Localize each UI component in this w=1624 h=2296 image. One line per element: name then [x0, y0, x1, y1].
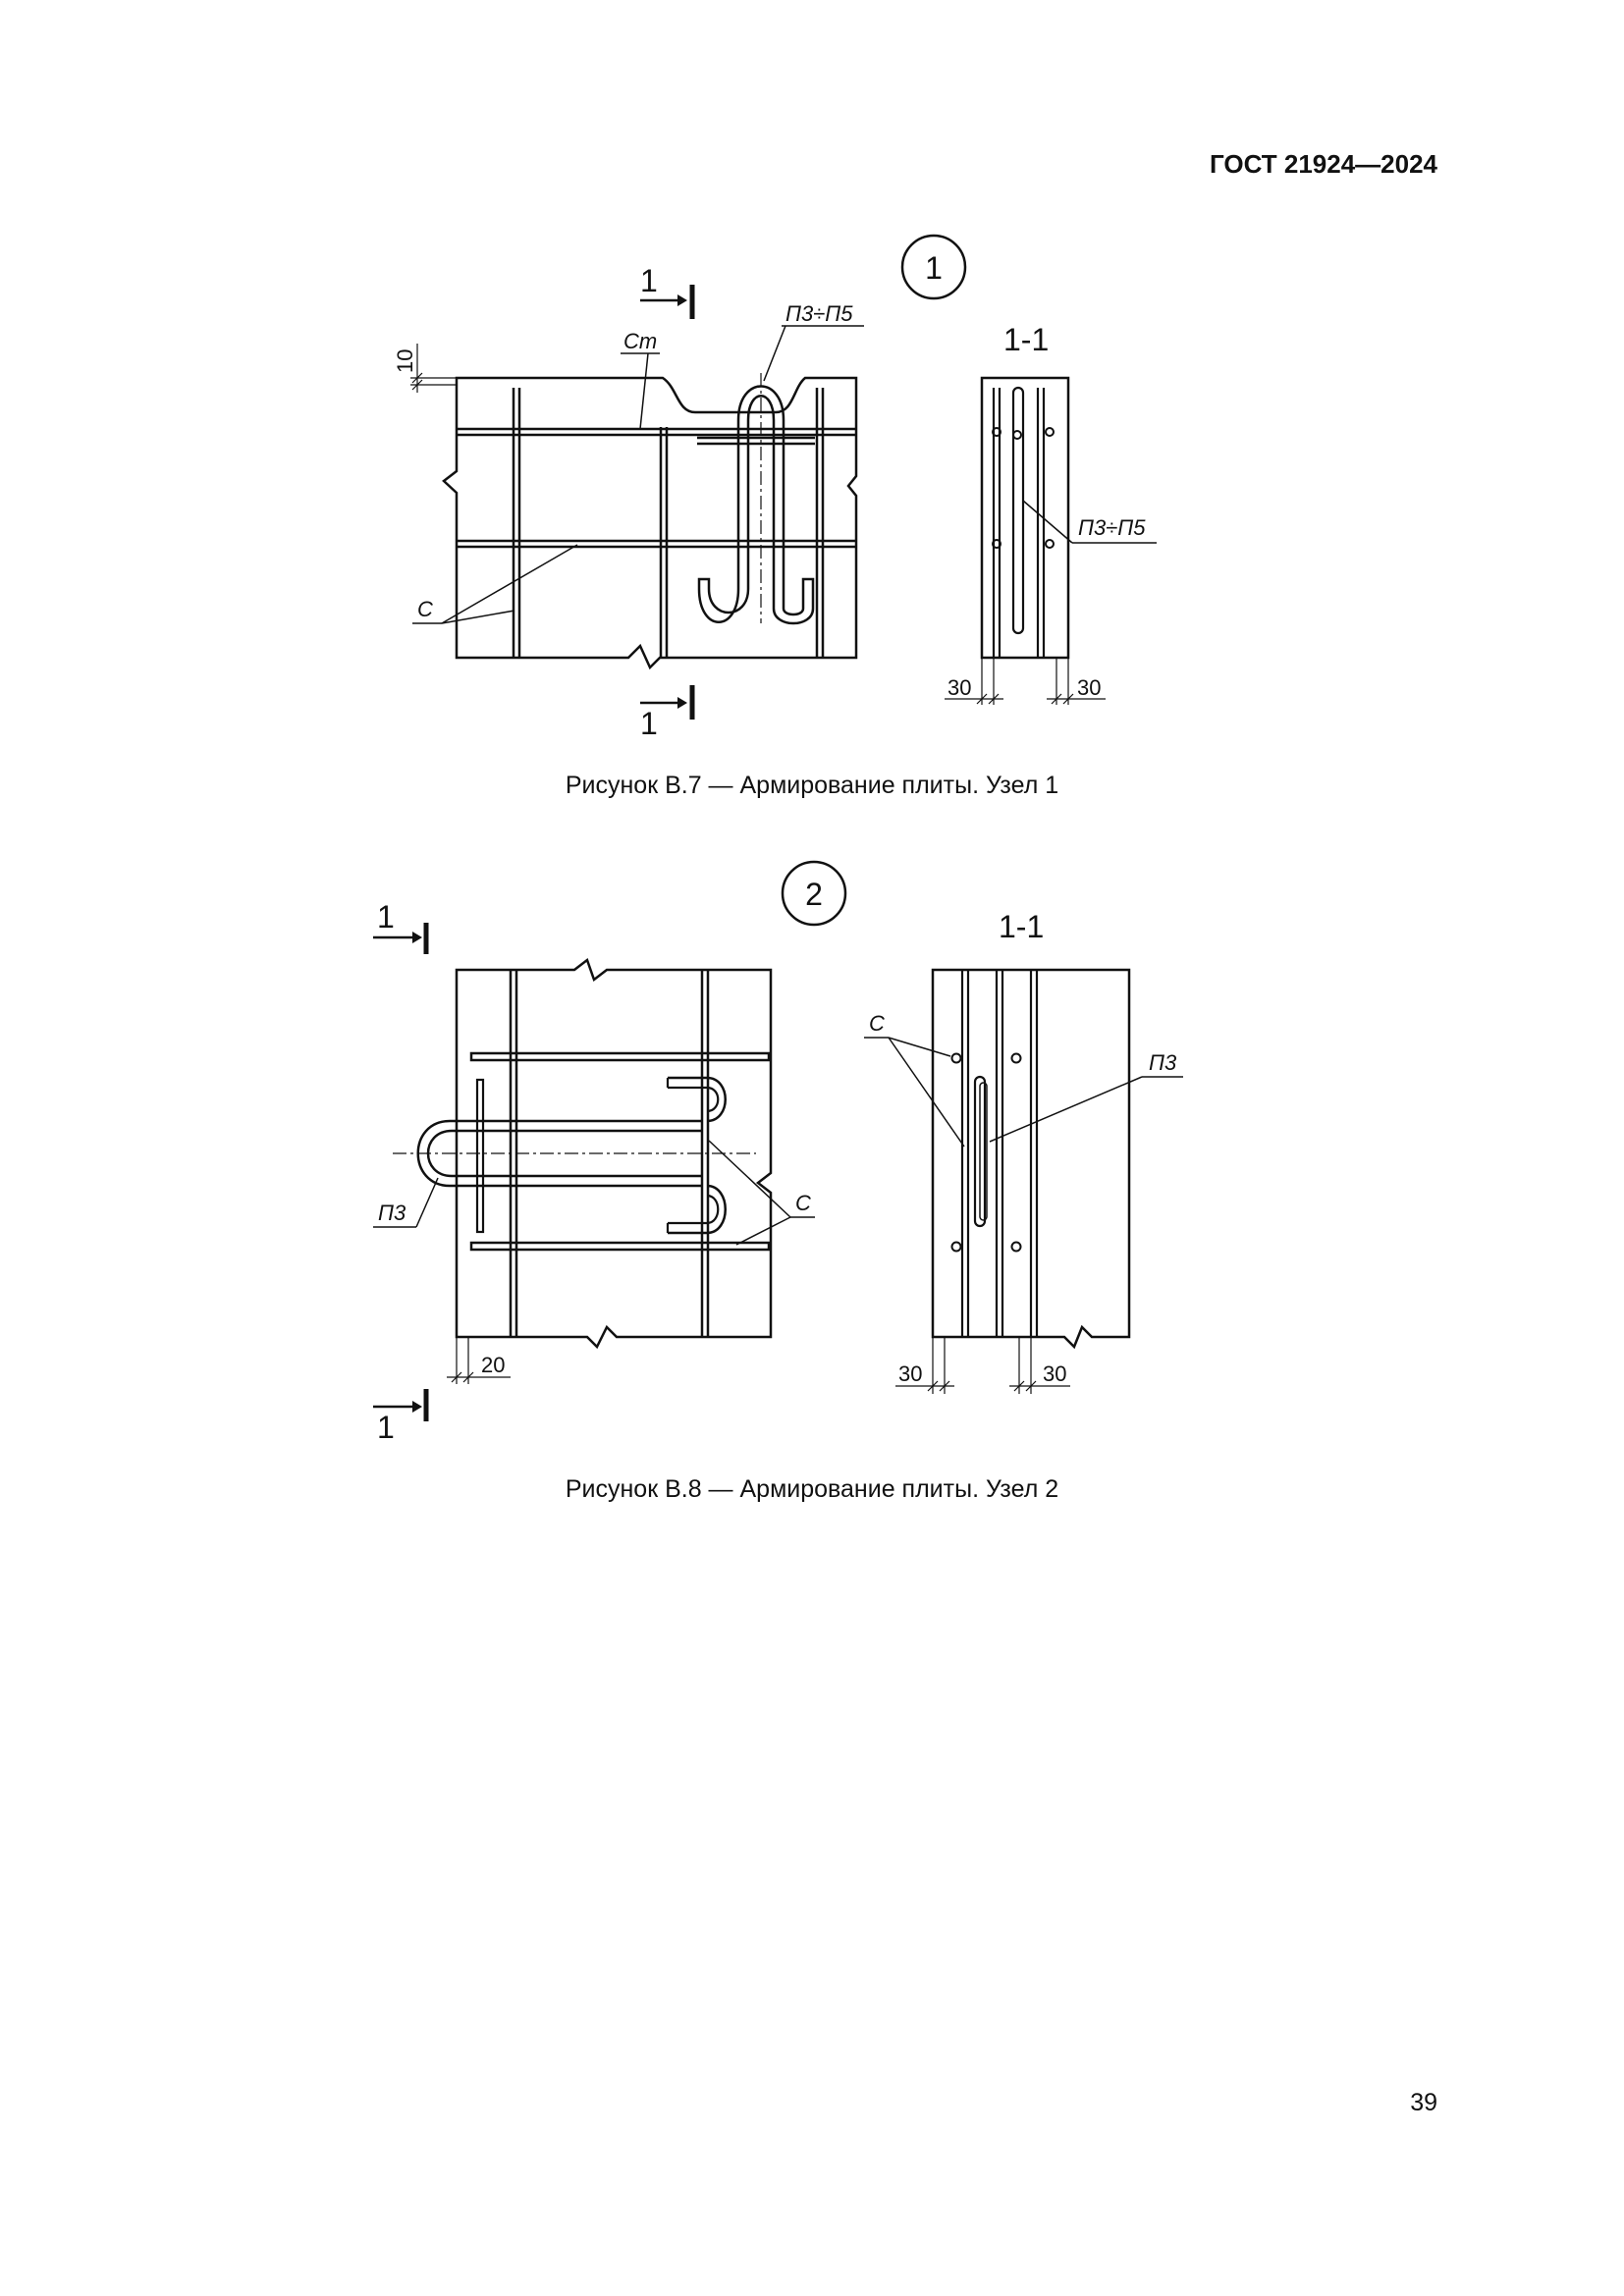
- figure1-node-circle: [900, 234, 967, 300]
- figure1-section-title: 1-1: [1003, 322, 1049, 357]
- figure1-dim-top-gap: 10: [393, 349, 417, 373]
- figure1-dim-left: 30: [947, 675, 971, 700]
- figure2-label-c-section: С: [869, 1011, 885, 1036]
- figure2-section-mark-top: 1: [377, 899, 395, 934]
- figure1-label-p3p5: П3÷П5: [785, 301, 853, 326]
- figure1-section-mark-bottom: 1: [640, 706, 658, 741]
- figure2-section-outline: [931, 968, 1131, 1350]
- figure2-dim-left: 30: [898, 1362, 922, 1386]
- figure1-caption: Рисунок В.7 — Армирование плиты. Узел 1: [565, 772, 1059, 799]
- figure2-dim-right: 30: [1043, 1362, 1066, 1386]
- figure2-dim-left-gap: 20: [481, 1353, 505, 1377]
- figure2-node-number: 2: [805, 877, 823, 912]
- figure2-caption: Рисунок В.8 — Армирование плиты. Узел 2: [565, 1475, 1059, 1503]
- figure2-section-title: 1-1: [999, 909, 1044, 944]
- figure1-plan-outline: [442, 376, 858, 670]
- figure1-dim-right: 30: [1077, 675, 1101, 700]
- figure2-plan-outline: [455, 957, 773, 1350]
- figure2-drawing: 2 1 1 П3 С: [373, 860, 1183, 1445]
- figure1-label-p3p5-section: П3÷П5: [1078, 515, 1146, 540]
- page-number: 39: [1410, 2089, 1437, 2116]
- figure2-label-p3: П3: [378, 1201, 406, 1225]
- figure2-section-mark-bottom: 1: [377, 1410, 395, 1445]
- figure1-section-mark-top: 1: [640, 263, 658, 298]
- figure2-node-circle: [781, 860, 847, 927]
- figure1-drawing: 1 1 1 Ст: [393, 234, 1157, 741]
- figure1-node-number: 1: [925, 250, 943, 286]
- figure1-section-outline: [980, 376, 1070, 660]
- document-code: ГОСТ 21924—2024: [1210, 149, 1437, 179]
- figure1-label-ct: Ст: [623, 329, 657, 353]
- figure1-label-c: С: [417, 597, 433, 621]
- figure2-label-p3-section: П3: [1149, 1050, 1177, 1075]
- figure2-label-c: С: [795, 1191, 811, 1215]
